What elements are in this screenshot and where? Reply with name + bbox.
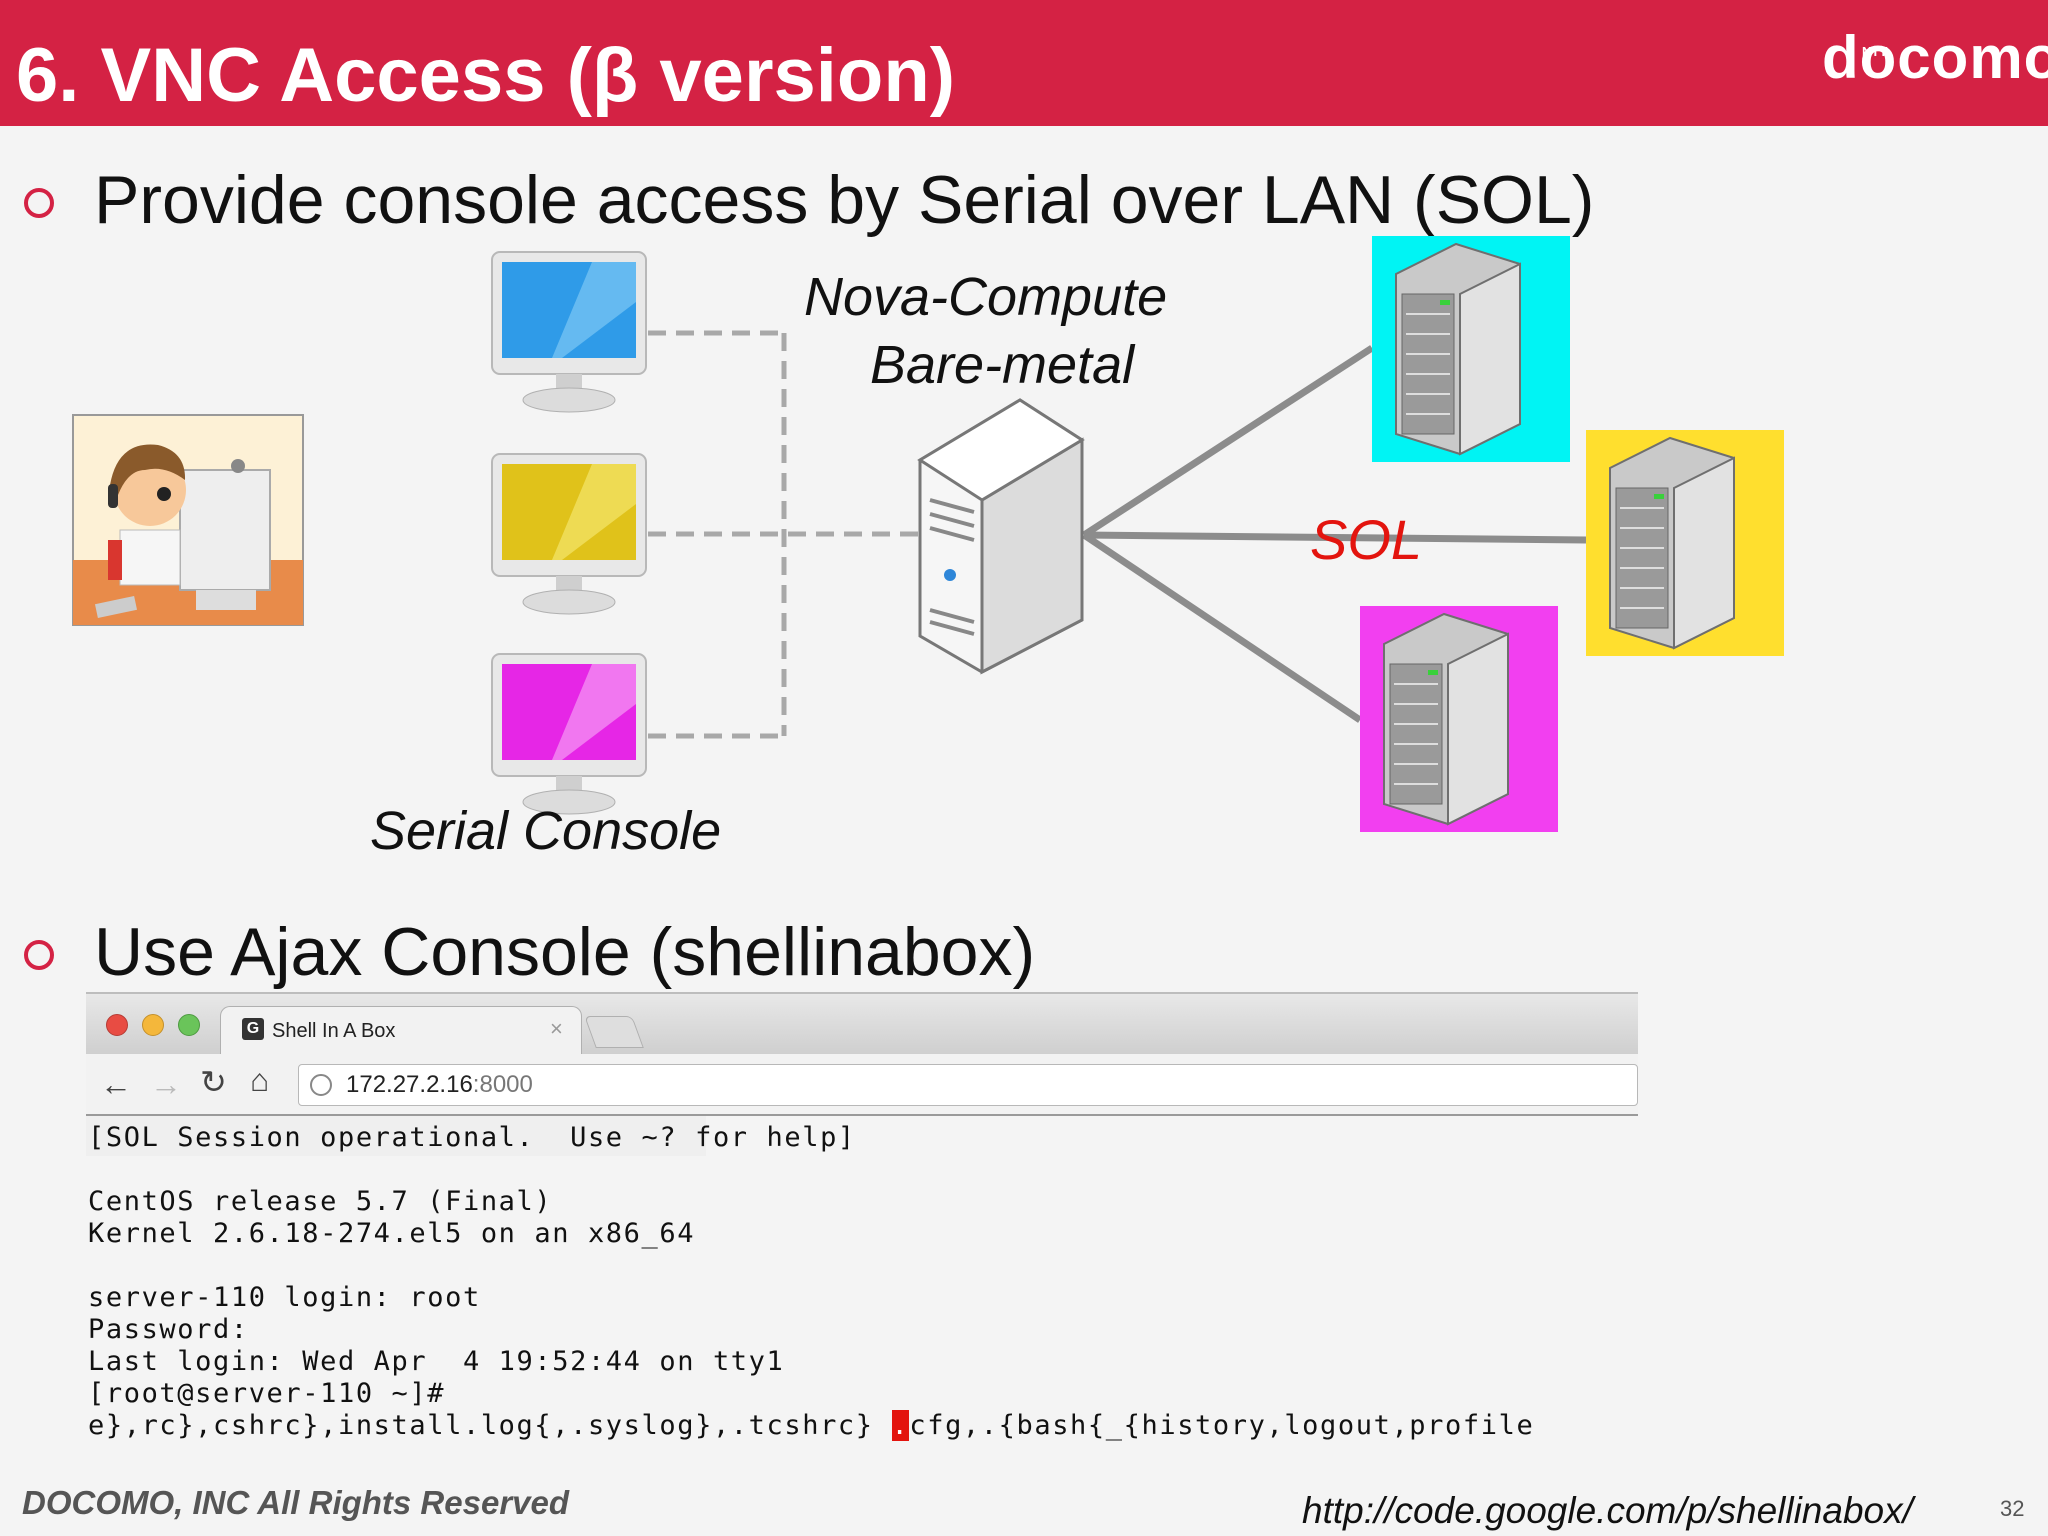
docomo-logo: docomo [1822,24,2048,91]
monitor-icons [491,251,647,815]
operator-icon [72,414,304,626]
terminal-line-bg [86,1116,706,1156]
reload-icon[interactable]: ↻ [200,1064,227,1100]
terminal-line: e},rc},cshrc},install.log{,.syslog},.tcs… [88,1410,1535,1441]
terminal-line: Password: [88,1314,249,1345]
url-host: 172.27.2.16 [346,1071,473,1098]
url-text: 172.27.2.16:8000 [346,1071,533,1099]
bullet-circle-icon [24,940,54,970]
forward-arrow-icon[interactable]: → [150,1066,182,1102]
bullet-circle-icon [24,188,54,218]
url-port: :8000 [472,1071,533,1098]
close-window-button[interactable] [106,1014,128,1036]
nova-compute-server-icon [917,398,1085,675]
terminal-line: [SOL Session operational. Use ~? for hel… [88,1122,856,1153]
page-number: 32 [2000,1496,2025,1521]
nova-compute-label: Nova-Compute [804,267,1168,327]
tab-title: Shell In A Box [272,1020,396,1042]
bullet-ajax: Use Ajax Console (shellinabox) [94,914,1036,990]
globe-icon [310,1074,332,1096]
terminal-line: CentOS release 5.7 (Final) [88,1186,553,1217]
slide-title: 6. VNC Access (β version) [16,33,956,118]
shellinabox-favicon-icon: G [242,1018,264,1040]
terminal-line: Last login: Wed Apr 4 19:52:44 on tty1 [88,1346,785,1377]
serial-console-label: Serial Console [370,801,722,861]
home-icon[interactable]: ⌂ [250,1062,270,1098]
copyright-footer: DOCOMO, INC All Rights Reserved [22,1484,570,1521]
zoom-window-button[interactable] [178,1014,200,1036]
bare-metal-label: Bare-metal [870,335,1135,395]
bullet-sol: Provide console access by Serial over LA… [94,162,1595,238]
tab-close-button[interactable]: × [550,1016,563,1041]
reference-url: http://code.google.com/p/shellinabox/ [1302,1490,1913,1531]
terminal-text: e},rc},cshrc},install.log{,.syslog},.tcs… [88,1410,892,1441]
terminal-cursor: . [891,1410,910,1441]
minimize-window-button[interactable] [142,1014,164,1036]
sol-label: SOL [1310,508,1423,571]
terminal-line: server-110 login: root [88,1282,481,1313]
terminal-line: Kernel 2.6.18-274.el5 on an x86_64 [88,1218,696,1249]
baremetal-nodes [1360,236,1784,832]
back-arrow-icon[interactable]: ← [100,1066,132,1102]
title-bar [0,0,2048,126]
logo-superscript: NTT [1862,44,1888,59]
address-bar[interactable] [298,1064,1638,1106]
terminal-line: [root@server-110 ~]# [88,1378,446,1409]
tab-shell-in-a-box[interactable] [220,1006,582,1057]
terminal-text: cfg,.{bash{_{history,logout,profile [909,1410,1535,1441]
